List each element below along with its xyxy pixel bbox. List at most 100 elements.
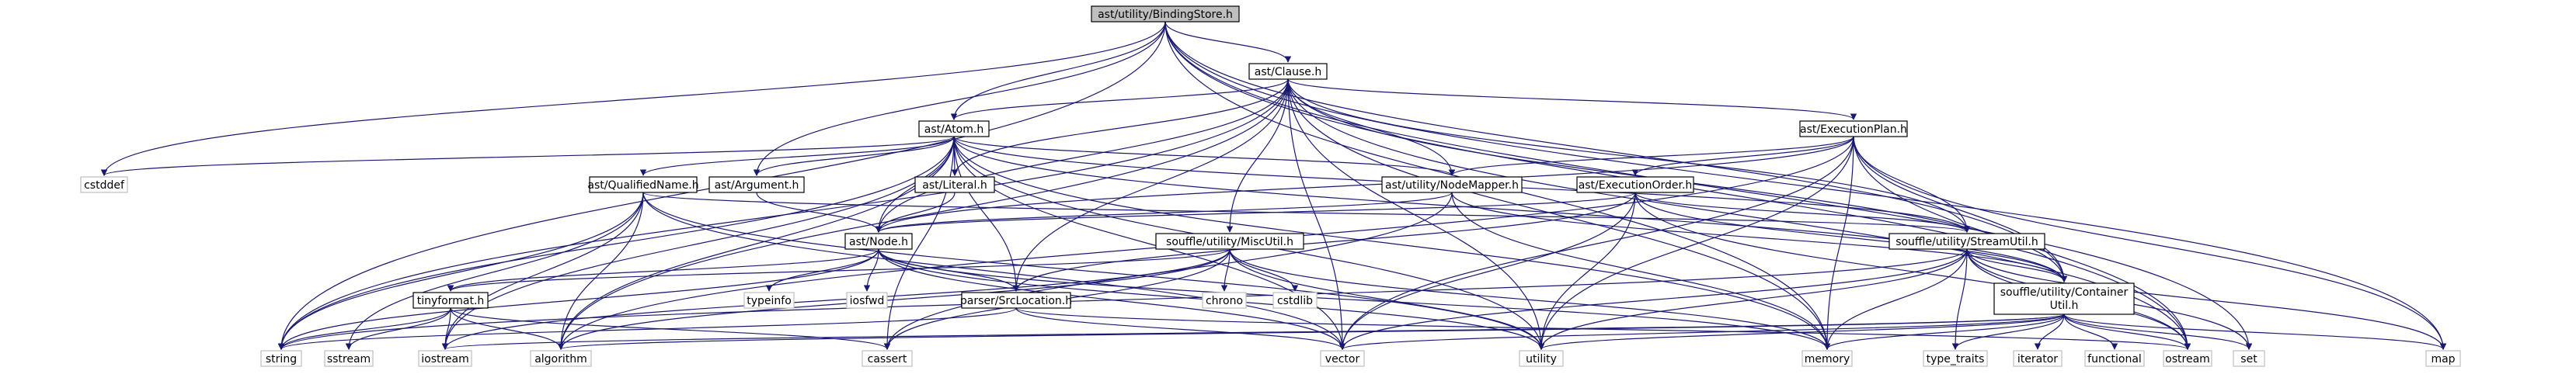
edge-bindingstore-to-atom [950,21,1166,120]
svg-text:ast/Clause.h: ast/Clause.h [1255,66,1321,78]
edge-bindingstore-to-set [1164,21,2253,350]
node-bindingstore[interactable]: ast/utility/BindingStore.h [1091,5,1240,23]
node-miscutil[interactable]: souffle/utility/MiscUtil.h [1155,233,1304,250]
edge-containerutil-to-functional [2063,314,2118,350]
edge-srclocation-to-ostream [1015,307,2191,350]
node-nodemapper[interactable]: ast/utility/NodeMapper.h [1381,176,1523,193]
edge-srclocation-to-vector [1015,307,1346,350]
edge-clause-to-miscutil [1226,78,1289,233]
svg-text:ostream: ostream [2165,353,2210,365]
node-algorithm[interactable]: algorithm [530,350,592,367]
edge-atom-to-string [277,136,955,350]
node-containerutil[interactable]: souffle/utility/Container Util.h [1993,282,2135,315]
svg-text:memory: memory [1805,353,1850,365]
node-functional[interactable]: functional [2084,350,2145,367]
svg-text:souffle/utility/MiscUtil.h: souffle/utility/MiscUtil.h [1166,236,1293,248]
edge-clause-to-memory [1287,78,1831,350]
edge-streamutil-to-containerutil [1966,248,2068,282]
node-streamutil[interactable]: souffle/utility/StreamUtil.h [1888,233,2045,250]
edge-streamutil-to-memory [1823,248,1968,350]
edge-executionplan-to-executionorder [1631,136,1854,176]
node-qualifiedname[interactable]: ast/QualifiedName.h [587,176,699,193]
edge-miscutil-to-chrono [1220,248,1231,292]
node-atom[interactable]: ast/Atom.h [918,120,990,137]
edge-qualifiedname-to-algorithm [557,192,644,350]
svg-text:Util.h: Util.h [2050,300,2079,312]
edge-tinyformat-to-sstream [345,307,451,350]
svg-text:iosfwd: iosfwd [850,295,885,307]
node-set[interactable]: set [2233,350,2265,367]
svg-text:vector: vector [1325,353,1360,365]
edge-executionorder-to-vector [1338,192,1636,350]
svg-text:ast/utility/BindingStore.h: ast/utility/BindingStore.h [1098,9,1233,21]
edge-clause-to-vector [1287,78,1346,350]
edge-qualifiedname-to-utility [642,192,1545,350]
node-vector[interactable]: vector [1320,350,1365,367]
edge-qualifiedname-to-iostream [441,192,644,350]
node-string[interactable]: string [260,350,302,367]
svg-text:souffle/utility/Container: souffle/utility/Container [2000,286,2129,299]
edge-bindingstore-to-map [1164,21,2447,350]
node-tinyformat[interactable]: tinyformat.h [413,292,489,309]
node-ostream[interactable]: ostream [2163,350,2212,367]
svg-text:ast/utility/NodeMapper.h: ast/utility/NodeMapper.h [1385,179,1519,192]
svg-text:cassert: cassert [868,353,907,365]
node-cstdlib[interactable]: cstdlib [1272,292,1318,309]
svg-text:chrono: chrono [1206,295,1243,307]
node-executionorder[interactable]: ast/ExecutionOrder.h [1576,176,1694,193]
edge-executionplan-to-map [1853,136,2447,350]
edge-miscutil-to-memory [1229,248,1831,350]
edge-containerutil-to-vector [1339,314,2065,350]
svg-text:type_traits: type_traits [1927,353,1985,365]
svg-text:parser/SrcLocation.h: parser/SrcLocation.h [960,295,1072,307]
svg-text:typeinfo: typeinfo [747,295,792,307]
node-memory[interactable]: memory [1801,350,1853,367]
node-iostream[interactable]: iostream [418,350,472,367]
edge-containerutil-to-ostream [2063,314,2191,350]
node-iosfwd[interactable]: iosfwd [846,292,888,309]
edge-atom-to-argument [753,136,955,176]
node-iterator[interactable]: iterator [2013,350,2063,367]
svg-text:string: string [266,353,297,365]
node-typeinfo[interactable]: typeinfo [743,292,795,309]
edge-qualifiedname-to-string [277,192,644,350]
node-cstddef[interactable]: cstddef [80,176,128,193]
node-literal[interactable]: ast/Literal.h [914,176,995,193]
node-type-traits[interactable]: type_traits [1923,350,1988,367]
edge-atom-to-cstddef [101,136,955,176]
edge-executionplan-to-node [875,136,1854,233]
edge-containerutil-to-map [2063,314,2447,350]
node-srclocation[interactable]: parser/SrcLocation.h [960,292,1072,309]
node-node[interactable]: ast/Node.h [844,233,913,250]
svg-text:sstream: sstream [327,353,371,365]
edge-executionplan-to-nodemapper [1448,136,1854,176]
edge-miscutil-to-cstdlib [1229,248,1299,292]
svg-text:iterator: iterator [2017,353,2058,365]
edge-bindingstore-to-clause [1164,21,1292,63]
node-cassert[interactable]: cassert [862,350,913,367]
edge-node-to-string [277,248,879,350]
edge-qualifiedname-to-vector [642,192,1346,350]
svg-text:souffle/utility/StreamUtil.h: souffle/utility/StreamUtil.h [1895,236,2038,248]
edge-executionorder-to-srclocation [1012,192,1636,292]
edge-clause-to-executionplan [1287,78,1857,120]
edge-containerutil-to-set [2063,314,2253,350]
edge-clause-to-atom [950,78,1289,120]
edge-srclocation-to-string [278,307,1017,350]
node-argument[interactable]: ast/Argument.h [708,176,805,193]
edge-bindingstore-to-argument [753,21,1166,176]
edge-argument-to-node [756,192,882,233]
edge-atom-to-nodemapper [953,136,1455,176]
node-sstream[interactable]: sstream [324,350,374,367]
edge-atom-to-memory [953,136,1831,350]
node-chrono[interactable]: chrono [1202,292,1247,309]
edge-miscutil-to-iostream [441,248,1231,350]
edge-bindingstore-to-cstddef [100,21,1166,176]
svg-text:cstddef: cstddef [84,179,125,192]
node-map[interactable]: map [2425,350,2461,367]
node-utility[interactable]: utility [1519,350,1564,367]
node-clause[interactable]: ast/Clause.h [1248,63,1328,80]
node-executionplan[interactable]: ast/ExecutionPlan.h [1799,120,1908,137]
edge-qualifiedname-to-streamutil [642,192,1970,233]
